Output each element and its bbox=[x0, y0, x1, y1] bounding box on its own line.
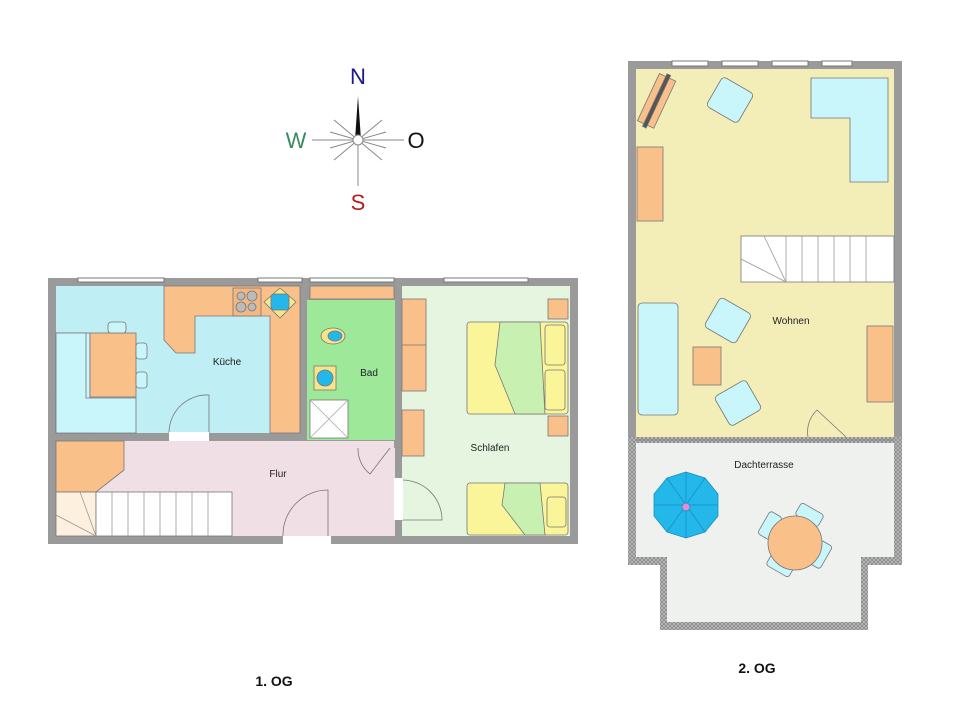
dining-table bbox=[89, 332, 137, 398]
room-label-schlafen: Schlafen bbox=[471, 443, 510, 454]
compass-south-label: S bbox=[351, 190, 366, 215]
floor-plan-1og: Küche Bad Schlafen Flur bbox=[48, 277, 578, 545]
floor-label-1og: 1. OG bbox=[255, 673, 292, 689]
staircase-1og bbox=[95, 491, 233, 537]
room-label-dachterrasse: Dachterrasse bbox=[734, 460, 794, 471]
room-label-kueche: Küche bbox=[213, 357, 242, 368]
floor-plan-2og: Wohnen Dachterrasse bbox=[628, 60, 902, 630]
coffee-table bbox=[692, 346, 722, 386]
room-label-flur: Flur bbox=[269, 469, 287, 480]
floor-label-2og: 2. OG bbox=[738, 660, 775, 676]
compass-west-label: W bbox=[286, 128, 307, 153]
room-label-wohnen: Wohnen bbox=[772, 316, 809, 327]
compass-north-label: N bbox=[350, 64, 366, 89]
compass-east-label: O bbox=[407, 128, 424, 153]
umbrella-icon bbox=[653, 471, 719, 539]
corner-sofa bbox=[810, 77, 889, 183]
compass-rose: N W O S bbox=[286, 64, 425, 215]
staircase-2og bbox=[740, 235, 895, 283]
room-label-bad: Bad bbox=[360, 368, 378, 379]
terrace-table-set bbox=[758, 503, 832, 577]
sofa bbox=[637, 302, 679, 416]
